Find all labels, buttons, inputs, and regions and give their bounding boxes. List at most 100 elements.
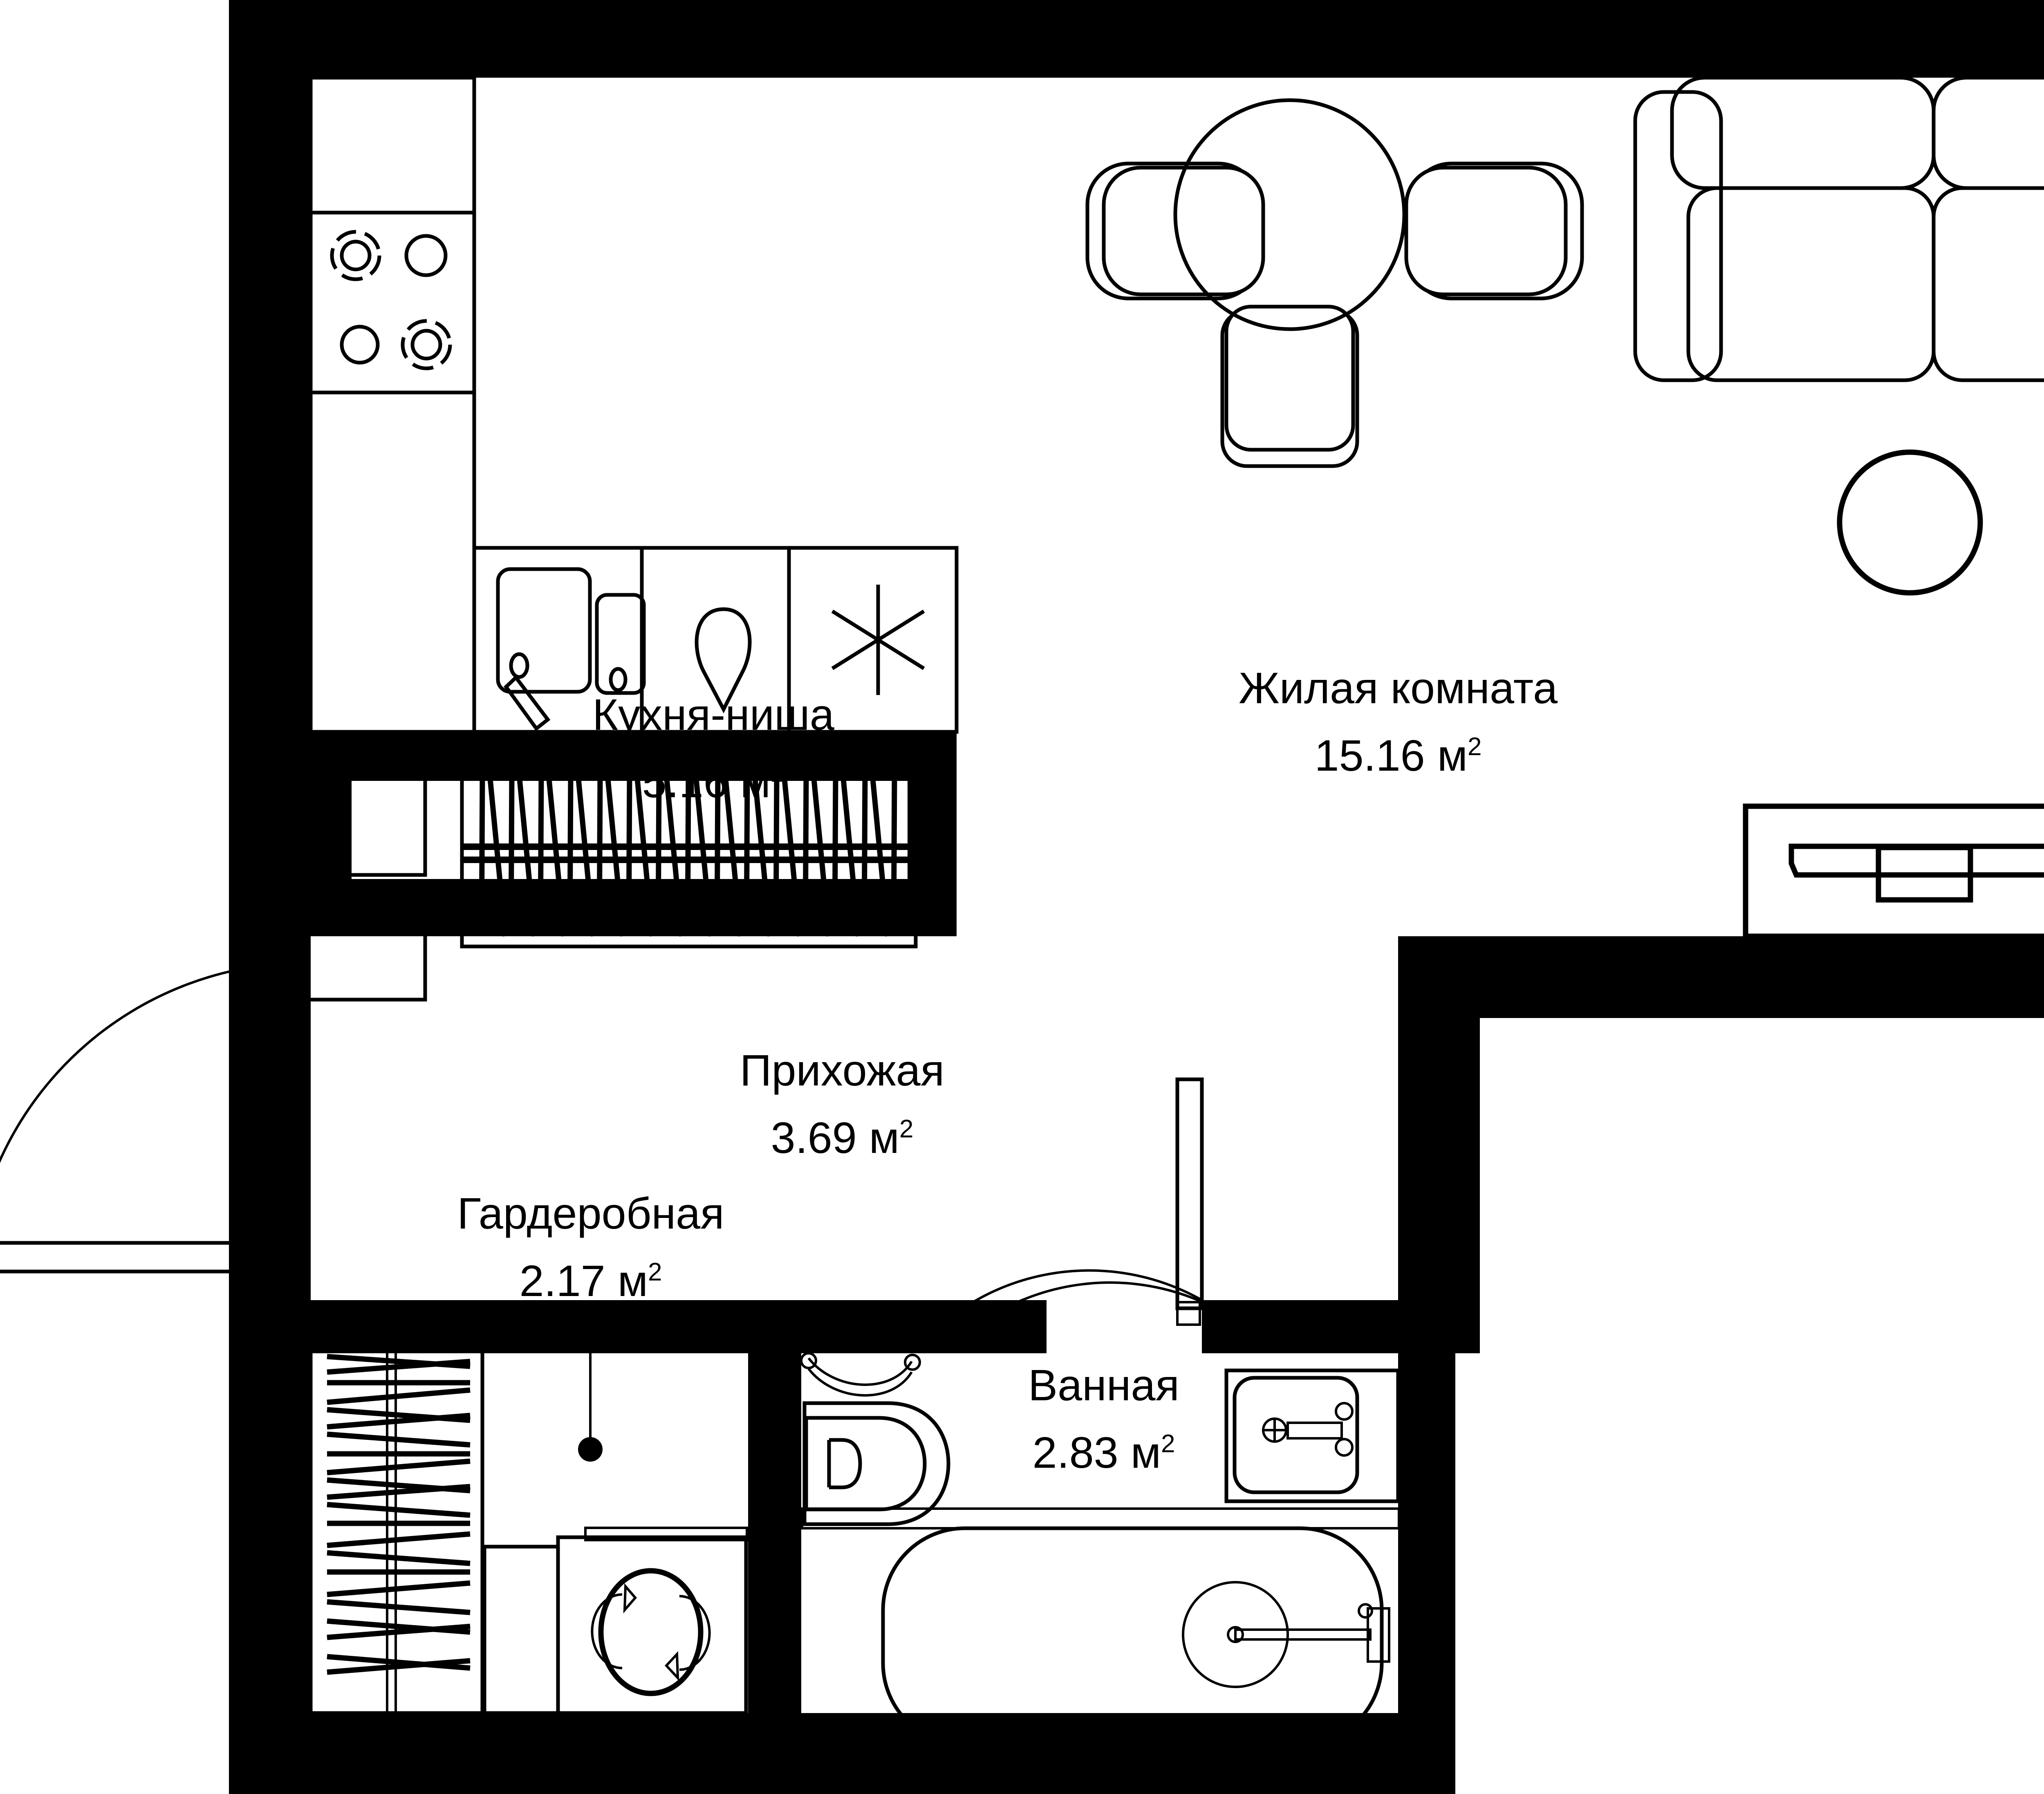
wall-living-hall-h2 (1398, 936, 2044, 1018)
round-table-icon (1173, 98, 1406, 331)
bathtub-tap (1358, 1603, 1373, 1619)
pendant-lamp-icon (578, 1336, 603, 1462)
room-label-living-area: 15.16 м2 (1314, 731, 1481, 780)
wardrobe-area-value: 2.17 (520, 1256, 605, 1305)
chair-icon-left (1085, 161, 1265, 300)
kitchen-area-value: 5.16 (642, 757, 728, 807)
washbasin-bowl (1233, 1376, 1359, 1494)
bathtub-drain (1182, 1581, 1289, 1688)
closet-rail (462, 843, 916, 850)
washing-machine-arrow-arc-left (591, 1593, 623, 1669)
chair-icon-bottom (1220, 305, 1359, 468)
washbasin-faucet (1286, 1422, 1343, 1440)
bathtub-mixer (1367, 1607, 1390, 1663)
band-1 (286, 732, 957, 781)
room-label-hallway-name: Прихожая (740, 1045, 944, 1095)
bathroom-door-swing-arc (972, 1269, 1203, 1329)
entry-door-hinge-bottom (281, 1270, 308, 1296)
closet-pier (311, 781, 352, 879)
burner-small-2 (340, 325, 380, 365)
wall-bath-left-2 (748, 1300, 801, 1713)
bathtub-basin (881, 1526, 1384, 1747)
toilet-icon (802, 1401, 950, 1526)
wall-reinforce (229, 0, 2044, 1794)
washbasin-drain-cross (1264, 1420, 1285, 1441)
bathroom-door-leaf[interactable] (1175, 1077, 1204, 1310)
entry-door-hinge-top (281, 939, 308, 965)
wall-bath-right-2 (1398, 1300, 1455, 1713)
entry-door[interactable] (0, 939, 309, 1296)
room-label-kitchen-name: Кухня-ниша (592, 690, 835, 739)
tv-cabinet (1743, 803, 2044, 939)
round-coffee-table-icon (1837, 449, 1983, 596)
wardrobe-area-sup: 2 (648, 1258, 662, 1286)
hallway-area-value: 3.69 (771, 1113, 857, 1162)
tv-screen (1788, 843, 2044, 878)
jamb-e2 (229, 1257, 307, 1306)
dining-set (1085, 98, 1584, 468)
wardrobe-hangers-icon (479, 774, 897, 937)
bathroom-door-swing-arc-2 (971, 1281, 1201, 1330)
tv-stand (1743, 803, 2044, 939)
sink-drain-2 (609, 667, 628, 692)
room-label-bathroom-area: 2.83 м2 (1033, 1428, 1175, 1477)
bathroom-area-sup: 2 (1161, 1430, 1175, 1458)
kitchen-fixtures (309, 76, 959, 734)
sofa-seat-right (1932, 186, 2044, 382)
kitchen-sink-icon (496, 567, 592, 694)
entry-door-leaf[interactable] (0, 1241, 309, 1274)
floor-bathroom (801, 1353, 1398, 1713)
washbasin-icon (1224, 1368, 1400, 1503)
freezer-star-symbol (831, 585, 925, 695)
bathroom-door[interactable] (953, 1077, 1204, 1330)
living-area-value: 15.16 (1314, 731, 1425, 780)
washing-machine-arrow-head-left (623, 1583, 637, 1614)
sofa-back-cushion-right (1932, 76, 2044, 190)
wall-top-full (229, 0, 2044, 78)
wall-bath-top-left-2 (748, 1300, 1047, 1353)
room-label-living-name: Жилая комната (1239, 663, 1558, 713)
kitchen-area-sup: 2 (771, 759, 784, 787)
dishwasher-drop-symbol (695, 607, 752, 713)
bathtub-drain-center (1227, 1626, 1244, 1643)
washing-machine-icon (556, 1535, 748, 1715)
burner-large-1-outer (330, 230, 381, 281)
hallway-area-sup: 2 (899, 1115, 913, 1143)
entry-closet (284, 758, 918, 1002)
wardrobe-fixtures (309, 1306, 748, 1715)
burner-small-1 (404, 234, 448, 277)
bathtub-spout (1234, 1628, 1372, 1641)
washing-machine-arrow-arc-right (679, 1595, 711, 1671)
bathroom-fixtures (800, 1352, 1400, 1747)
room-label-hallway-area: 3.69 м2 (771, 1113, 914, 1162)
bathroom-area-value: 2.83 (1033, 1428, 1118, 1477)
room-label-wardrobe-area: 2.17 м2 (520, 1256, 662, 1305)
wall-bottom-full (229, 1713, 1455, 1794)
bathtub-icon (801, 1507, 1400, 1747)
kitchen-area-unit: м (740, 757, 771, 807)
wardrobe-hangers-icon-2 (327, 1326, 471, 1675)
closet-shelf-upper (284, 758, 427, 877)
room-label-bathroom-name: Ванная (1028, 1360, 1179, 1410)
burner-large-1-inner (340, 240, 372, 271)
towel-rail-icon (800, 1352, 921, 1397)
floor-hall (311, 936, 1398, 1300)
washing-machine-top (584, 1527, 748, 1541)
bathroom-area-unit: м (1131, 1428, 1161, 1477)
burner-large-2-inner (410, 329, 442, 361)
washing-machine-arrow-head-right (664, 1651, 679, 1681)
room-labels: Кухня-ниша 5.16 м2 Жилая комната 15.16 м… (457, 663, 1558, 1477)
chair-icon-right (1404, 161, 1584, 300)
room-label-kitchen-area: 5.16 м2 (642, 757, 785, 807)
bathroom-door-hinge-right (1176, 1301, 1201, 1326)
burner-large-2-outer (401, 319, 452, 370)
living-area-unit: м (1437, 731, 1468, 780)
sink-drain-1 (509, 652, 529, 679)
washbasin-tap-cold (1335, 1438, 1354, 1457)
wardrobe-area-unit: м (618, 1256, 648, 1305)
refrigerator-icon (787, 546, 959, 734)
wall-living-hall-v2 (1398, 936, 1480, 1353)
hallway-area-unit: м (869, 1113, 899, 1162)
